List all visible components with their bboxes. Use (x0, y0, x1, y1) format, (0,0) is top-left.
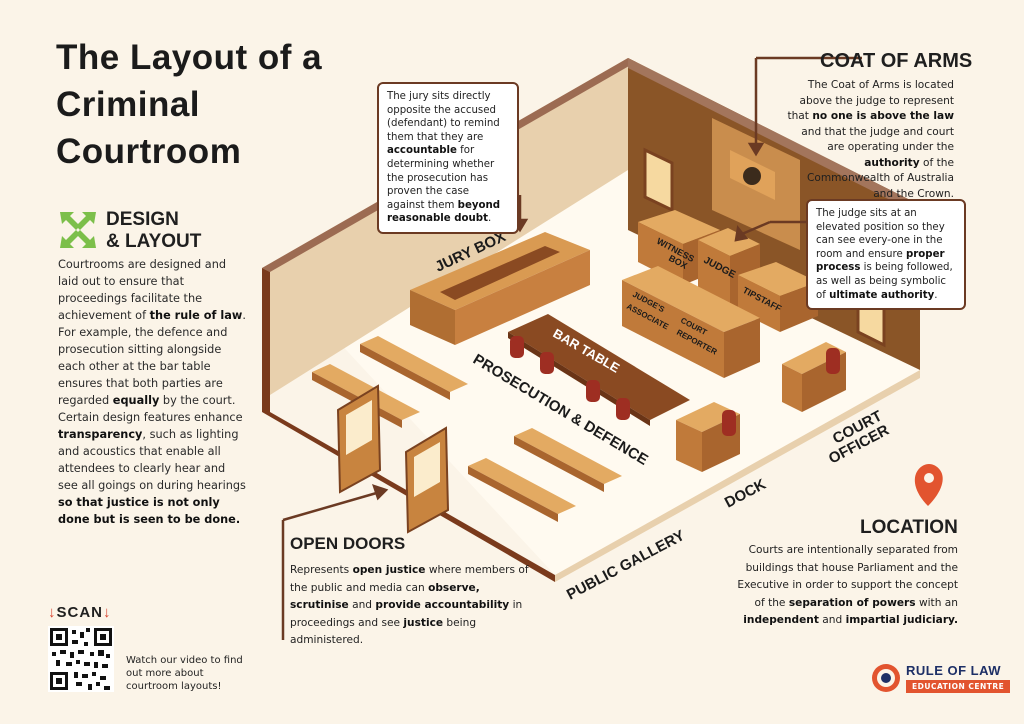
text-bold: so that justice is not only done but is … (58, 496, 241, 526)
text-bold: transparency (58, 428, 143, 441)
text-part: in proceedings and see (290, 599, 523, 629)
location-body: Courts are intentionally separated from … (730, 542, 958, 630)
jury-callout: The jury sits directly opposite the accu… (377, 82, 519, 234)
title-line-3: Courtroom (56, 132, 242, 171)
text-bold: impartial judiciary. (845, 614, 958, 626)
open-doors-heading: OPEN DOORS (290, 534, 406, 553)
text-part: . For example, the defence and prosecuti… (58, 309, 246, 407)
down-arrow-icon: ↓ (48, 604, 57, 621)
text-bold: open justice (352, 564, 426, 576)
location-pin-icon (914, 464, 943, 506)
qr-code (48, 626, 114, 692)
text-bold: independent (743, 614, 819, 626)
design-layout-body: Courtrooms are designed and laid out to … (58, 256, 248, 528)
open-doors-body: Represents open justice where members of… (290, 562, 530, 650)
text-part: for determining whether the prosecution … (387, 145, 495, 211)
text-part: The Coat of Arms is located above the ju… (787, 79, 954, 122)
coat-of-arms-body: The Coat of Arms is located above the ju… (786, 78, 954, 202)
text-part: of the Commonwealth of Australia and the… (806, 156, 954, 200)
text-bold: proper process (816, 248, 945, 274)
text-part: being administered. (290, 616, 477, 647)
bar-table (508, 314, 690, 420)
text-bold: authority (864, 156, 920, 169)
logo-subtitle: EDUCATION CENTRE (906, 680, 1011, 693)
text-part: where members of the public and media ca… (290, 564, 529, 594)
scan-label: ↓SCAN↓ (48, 604, 112, 621)
down-arrow-icon: ↓ (103, 604, 112, 621)
text-part: Courtrooms are designed and laid out to … (58, 258, 227, 322)
text-part: and (348, 599, 376, 611)
dock (676, 402, 740, 432)
text-part: and that the judge and court are operati… (801, 125, 954, 154)
design-layout-icon (60, 212, 96, 248)
text-part: The jury sits directly opposite the accu… (387, 91, 500, 143)
title-line-2: Criminal (56, 85, 201, 124)
text-part: with an (915, 596, 958, 609)
text-bold: observe, scrutinise (290, 581, 480, 612)
rule-of-law-logo-icon (872, 664, 900, 692)
judge-callout: The judge sits at an elevated position s… (806, 199, 966, 311)
design-heading-line-2: & LAYOUT (106, 231, 202, 252)
text-part: , such as lighting and acoustics that en… (58, 428, 246, 492)
design-heading-line-1: DESIGN (106, 209, 179, 230)
text-bold: beyond reasonable doubt (387, 199, 501, 225)
text-bold: equally (112, 394, 160, 407)
scan-text: SCAN (56, 604, 104, 621)
title-line-1: The Layout of a (56, 38, 323, 77)
text-bold: ultimate authority (829, 289, 935, 301)
text-bold: accountable (387, 145, 457, 157)
text-part: Courts are intentionally separated from … (737, 544, 958, 609)
text-part: Represents (290, 564, 353, 576)
judge-bench (698, 228, 760, 256)
text-part: The judge sits at an elevated position s… (816, 208, 945, 260)
text-part: by the court. Certain design features en… (58, 394, 243, 424)
design-layout-heading: DESIGN & LAYOUT (106, 209, 201, 253)
text-part: and (818, 614, 846, 626)
text-part: . (487, 213, 492, 225)
location-heading: LOCATION (860, 517, 958, 538)
page-title: The Layout of a Criminal Courtroom (56, 34, 356, 175)
text-part: . (934, 289, 938, 301)
text-part: is being followed, as well as being symb… (816, 262, 953, 301)
text-bold: separation of powers (788, 596, 916, 609)
text-bold: the rule of law (149, 309, 243, 322)
text-bold: no one is above the law (812, 110, 954, 122)
text-bold: justice (403, 616, 444, 629)
watch-video-text: Watch our video to find out more about c… (126, 655, 243, 692)
text-bold: provide accountability (375, 599, 510, 611)
logo-title: RULE OF LAW (906, 663, 1002, 678)
coat-of-arms-heading: COAT OF ARMS (820, 50, 973, 72)
